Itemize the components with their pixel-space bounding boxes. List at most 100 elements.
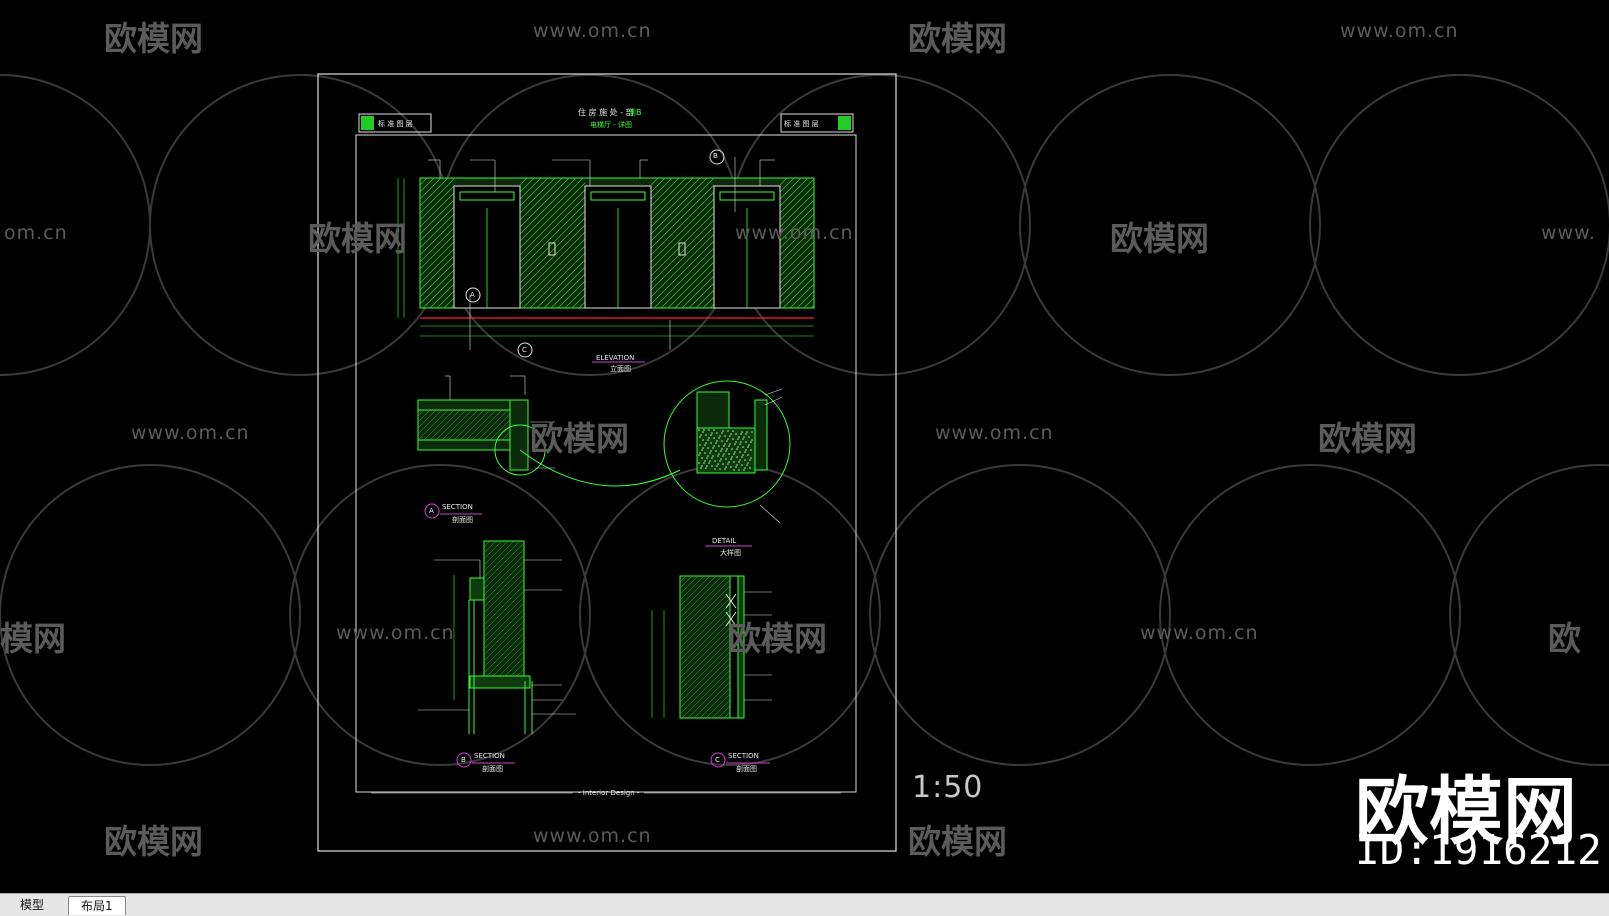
hatch-line [519, 177, 528, 186]
hatch-line [536, 259, 586, 309]
concrete-dot [744, 459, 746, 461]
concrete-dot [749, 459, 751, 461]
hatch-line [705, 693, 731, 719]
concrete-dot [736, 448, 738, 450]
concrete-dot [710, 442, 712, 444]
hatch-line [779, 177, 809, 207]
hatch-line [489, 419, 511, 441]
hatch-line [779, 255, 815, 291]
watermark-url: www.om.cn [1340, 20, 1459, 42]
concrete-dot [712, 455, 714, 457]
hatch-line [483, 620, 525, 662]
concrete-dot [747, 462, 749, 464]
hatch-line [679, 603, 731, 655]
hatch-line [465, 409, 497, 441]
hatch-line [650, 198, 715, 263]
concrete-dot [746, 464, 748, 466]
concrete-dot [728, 445, 730, 447]
concrete-dot [701, 449, 703, 451]
sheet-footer: - Interior Design - [578, 789, 640, 797]
hatch-line [543, 266, 586, 309]
watermark-brand: 欧模网 [104, 19, 203, 58]
hatch-line [419, 177, 428, 186]
concrete-dot [730, 458, 732, 460]
hatch-line [679, 663, 731, 715]
hatch-line [483, 540, 497, 554]
hatch-line [483, 554, 525, 596]
hatch-line [779, 213, 815, 249]
concrete-dot [739, 443, 741, 445]
concrete-dot [704, 444, 706, 446]
hatch-line [419, 248, 455, 284]
hatch-line [782, 276, 815, 309]
concrete-dot [732, 438, 734, 440]
concrete-dot [747, 446, 749, 448]
watermark-brand: 欧模网 [1110, 219, 1209, 258]
concrete-dot [702, 431, 704, 433]
concrete-dot [714, 460, 716, 462]
concrete-dot [750, 441, 752, 443]
hatch-line [779, 262, 815, 298]
concrete-dot [733, 453, 735, 455]
hatch-line [417, 409, 449, 441]
concrete-dot [746, 431, 748, 433]
cad-model-space[interactable]: 欧模网 www.om.cn 欧模网 www.om.cn om.cn 欧模网 ww… [0, 0, 1609, 893]
callout-marker-c: C [522, 346, 527, 354]
tab-layout1[interactable]: 布局1 [68, 896, 126, 915]
watermark-circles [0, 74, 1609, 766]
concrete-dot [741, 431, 743, 433]
watermark-brand: 欧模网 [1318, 419, 1417, 458]
concrete-dot [725, 466, 727, 468]
concrete-dot [733, 469, 735, 471]
hatch-line [679, 645, 731, 697]
concrete-dot [745, 433, 747, 435]
concrete-dot [749, 467, 751, 469]
section-c-drawing [651, 575, 772, 768]
hatch-line [483, 578, 525, 620]
hatch-line [447, 409, 479, 441]
hatch-line [709, 303, 715, 309]
hatch-line [650, 233, 715, 298]
watermark-brand: 欧模网 [908, 822, 1007, 861]
hatch-line [519, 177, 549, 207]
section-a-drawing [417, 375, 791, 547]
concrete-dot [739, 451, 741, 453]
hatch-line [419, 241, 455, 277]
concrete-dot [705, 442, 707, 444]
concrete-dot [720, 450, 722, 452]
concrete-dot [724, 443, 726, 445]
hatch-line [423, 409, 455, 441]
concrete-dot [698, 454, 700, 456]
concrete-dot [701, 465, 703, 467]
concrete-dot [724, 468, 726, 470]
concrete-dot [730, 433, 732, 435]
watermark-brand: 欧模网 [104, 822, 203, 861]
section-c-label: SECTION [728, 752, 759, 760]
section-c-sublabel: 剖面图 [736, 765, 757, 773]
concrete-dot [740, 433, 742, 435]
concrete-dot [716, 440, 718, 442]
hatch-line [483, 413, 511, 441]
hatch-line [810, 304, 815, 309]
concrete-dot [707, 447, 709, 449]
tab-model[interactable]: 模型 [20, 898, 45, 912]
concrete-dot [722, 430, 724, 432]
concrete-dot [725, 450, 727, 452]
concrete-dot [722, 455, 724, 457]
callout-marker-a: A [470, 291, 475, 299]
concrete-dot [714, 468, 716, 470]
concrete-dot [738, 461, 740, 463]
concrete-dot [740, 441, 742, 443]
hatch-line [650, 177, 673, 200]
hatch-line [803, 297, 815, 309]
hatch-line [650, 240, 715, 305]
concrete-dot [707, 439, 709, 441]
concrete-dot [711, 432, 713, 434]
section-a-sublabel: 剖面图 [452, 516, 473, 524]
hatch-line [483, 626, 525, 668]
concrete-dot [718, 445, 720, 447]
hatch-line [564, 287, 586, 309]
hatch-line [779, 241, 815, 277]
hatch-line [723, 711, 731, 719]
concrete-dot [731, 456, 733, 458]
